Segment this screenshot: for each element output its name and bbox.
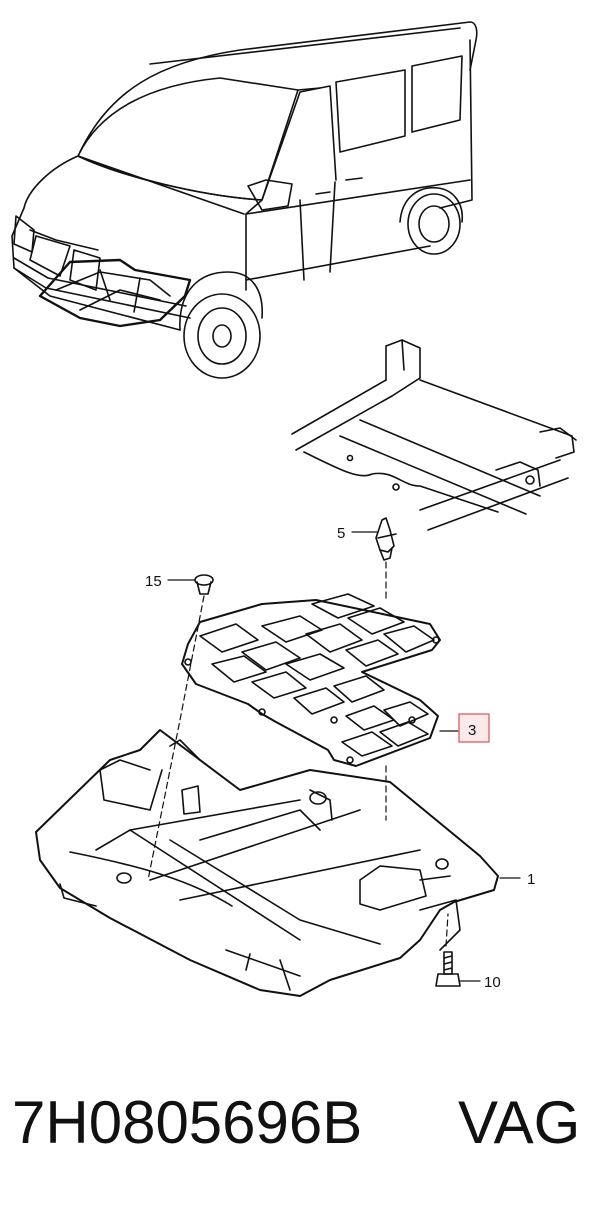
footer-caption: 7H0805696B VAG (0, 1080, 600, 1180)
part-number: 7H0805696B (12, 1089, 363, 1156)
callout-3-highlight-box (458, 713, 490, 743)
callout-label-5: 5 (337, 525, 345, 542)
callout-label-15: 15 (145, 573, 162, 590)
pad-panel-part-3 (181, 593, 441, 767)
van-illustration (11, 21, 478, 379)
callout-label-3: 3 (468, 722, 476, 739)
brand-name: VAG (458, 1089, 581, 1156)
guide-lines (147, 561, 449, 947)
bolt-part-10 (435, 951, 461, 987)
leader-lines (167, 531, 521, 982)
clip-part-15 (194, 574, 214, 595)
callout-label-10: 10 (484, 974, 501, 991)
undertray-part-1 (35, 729, 499, 997)
callout-label-1: 1 (527, 871, 535, 888)
crossmember-illustration (291, 339, 577, 531)
clip-part-5 (375, 517, 397, 561)
